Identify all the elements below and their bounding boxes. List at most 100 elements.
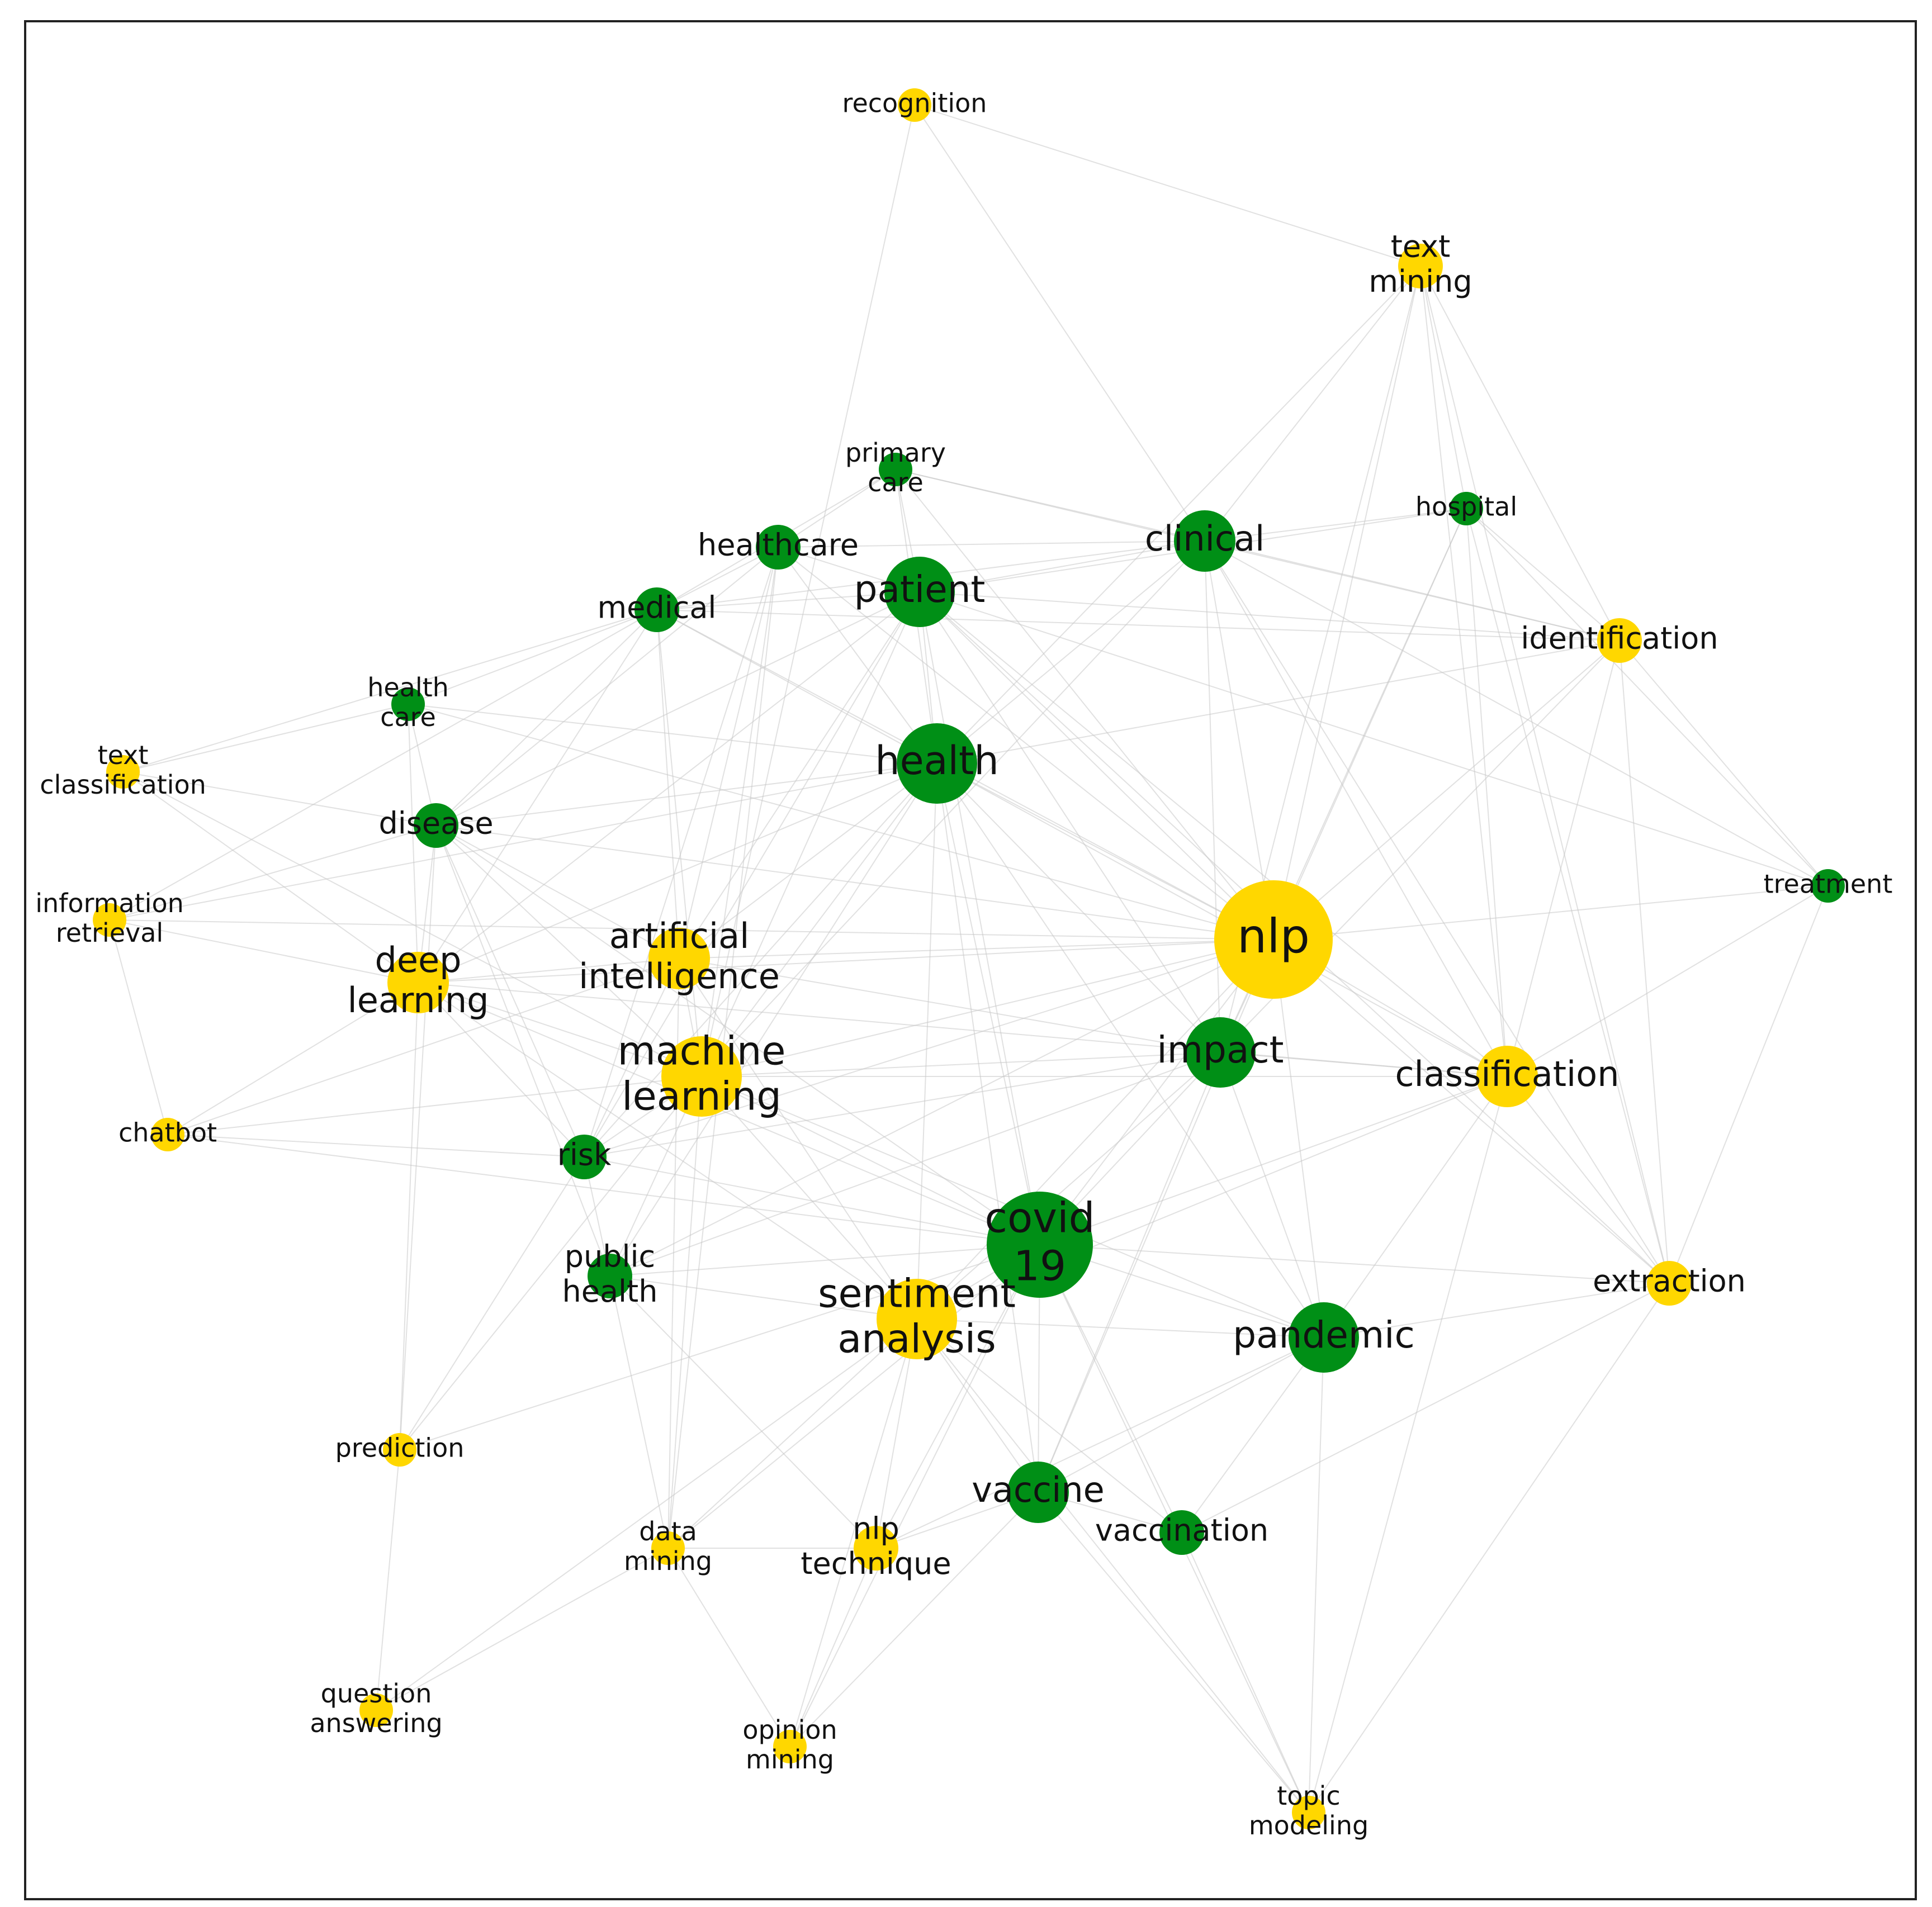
node-classification (1476, 1046, 1538, 1107)
edge-covid-19-data-mining (667, 1244, 1040, 1549)
node-nlp (1214, 880, 1333, 999)
node-label-line: covid (984, 1194, 1095, 1242)
edge-identification-medical (656, 609, 1620, 641)
node-label-line: vaccine (972, 1469, 1105, 1510)
edge-extraction-vaccination (1181, 1283, 1670, 1533)
node-label-line: extraction (1593, 1264, 1746, 1299)
edge-patient-impact (919, 591, 1221, 1053)
edge-covid-19-disease (435, 825, 1040, 1245)
edge-health-healthcare (778, 547, 937, 764)
node-label-line: sentiment (818, 1270, 1016, 1316)
edge-sentiment-analysis-artificial-intelligence (679, 958, 917, 1320)
edge-clinical-text-mining (1204, 265, 1421, 542)
edge-sentiment-analysis-topic-modeling (916, 1318, 1309, 1813)
node-label-line: information (35, 888, 184, 918)
edge-clinical-classification (1204, 540, 1508, 1077)
edge-healthcare-risk (584, 547, 779, 1158)
edge-health-information-retrieval (109, 763, 937, 921)
node-label-line: primary (845, 438, 946, 468)
edge-artificial-intelligence-medical (656, 609, 680, 959)
edge-nlp-identification (1273, 640, 1620, 940)
node-label-line: disease (378, 806, 493, 841)
node-label-line: vaccination (1095, 1513, 1268, 1548)
node-sentiment-analysis (877, 1279, 957, 1359)
edge-health-public-health (609, 763, 937, 1277)
node-medical (634, 587, 679, 632)
edge-nlp-health (936, 763, 1274, 940)
node-topic-modeling (1292, 1796, 1325, 1829)
edge-public-health-nlp-technique (609, 1275, 877, 1549)
edge-machine-learning-deep-learning (418, 982, 702, 1077)
node-label-line: medical (598, 590, 717, 625)
node-label-line: identification (1521, 621, 1718, 656)
node-hospital (1450, 492, 1483, 525)
node-chatbot (151, 1118, 184, 1151)
edge-deep-learning-text-classification (122, 771, 419, 983)
node-label-line: opinion (742, 1715, 837, 1745)
edge-impact-vaccine (1038, 1052, 1221, 1493)
edge-primary-care-identification (895, 469, 1620, 641)
edge-impact-risk (584, 1052, 1221, 1158)
node-label-line: recognition (842, 88, 987, 118)
edge-medical-health-care (408, 609, 657, 705)
node-covid-19 (987, 1192, 1093, 1298)
edge-medical-text-classification (122, 609, 657, 772)
edge-machine-learning-chatbot (167, 1076, 702, 1135)
node-machine-learning (661, 1036, 742, 1117)
edge-health-medical (656, 609, 937, 764)
edge-prediction-question-answering (376, 1449, 400, 1711)
node-label-nlp: nlp (1237, 909, 1310, 964)
node-layer (93, 88, 1845, 1829)
edge-recognition-machine-learning (701, 105, 915, 1077)
edge-deep-learning-prediction (399, 982, 419, 1450)
edge-text-mining-recognition (914, 105, 1421, 267)
edge-extraction-identification (1619, 640, 1670, 1284)
node-label-line: hospital (1415, 492, 1517, 522)
node-label-line: modeling (1249, 1810, 1368, 1840)
node-label-line: mining (1368, 264, 1472, 299)
node-impact (1185, 1017, 1256, 1088)
edge-sentiment-analysis-data-mining (667, 1318, 917, 1549)
edge-nlp-text-mining (1273, 265, 1421, 940)
node-deep-learning (387, 952, 449, 1013)
node-label-line: patient (854, 568, 986, 611)
edge-extraction-text-mining (1420, 265, 1670, 1284)
edge-health-deep-learning (418, 763, 937, 983)
edge-covid-19-classification (1039, 1076, 1508, 1245)
edge-disease-public-health (435, 825, 610, 1277)
edge-pandemic-nlp-technique (875, 1337, 1324, 1549)
node-label-chatbot: chatbot (119, 1118, 217, 1148)
edge-public-health-data-mining (609, 1275, 669, 1549)
edge-identification-hospital (1466, 508, 1620, 641)
edge-impact-artificial-intelligence (679, 958, 1221, 1053)
edge-health-clinical (936, 540, 1205, 764)
node-treatment (1811, 869, 1845, 903)
edge-patient-risk (584, 591, 920, 1158)
node-label-line: artificial (609, 915, 750, 956)
edge-disease-prediction (399, 825, 437, 1450)
edge-sentiment-analysis-opinion-mining (789, 1318, 917, 1747)
edge-machine-learning-health (701, 763, 937, 1077)
edge-patient-disease (435, 591, 920, 826)
edge-covid-19-machine-learning (701, 1076, 1040, 1245)
node-label-line: intelligence (579, 956, 780, 997)
node-health (897, 723, 977, 804)
node-label-impact: impact (1157, 1028, 1284, 1071)
edge-topic-modeling-classification (1308, 1076, 1508, 1813)
edge-classification-hospital (1466, 508, 1508, 1077)
edge-machine-learning-data-mining (667, 1076, 702, 1549)
node-label-vaccination: vaccination (1095, 1513, 1268, 1548)
node-label-prediction: prediction (335, 1433, 465, 1463)
edge-artificial-intelligence-risk (584, 958, 680, 1158)
node-label-line: mining (746, 1744, 834, 1775)
edge-nlp-primary-care (895, 469, 1274, 940)
node-label-line: care (868, 467, 924, 497)
